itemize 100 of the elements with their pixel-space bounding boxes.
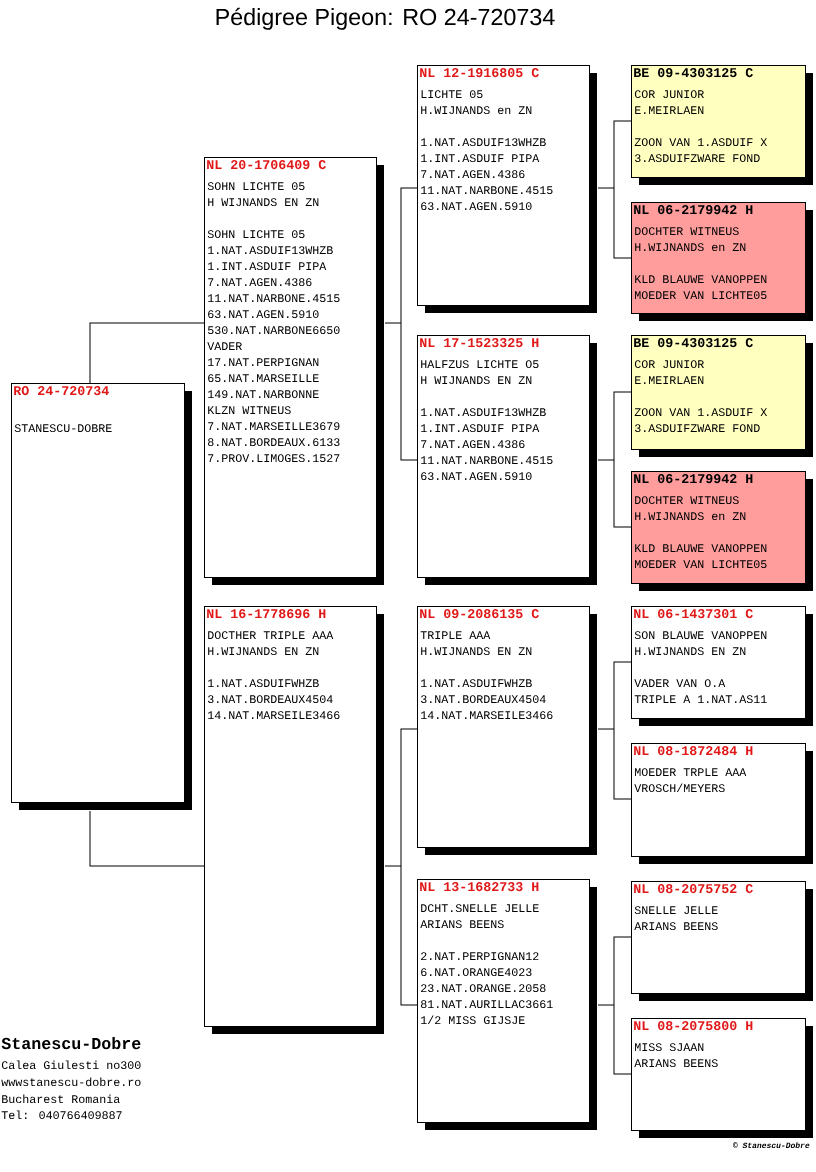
ring-number: NL 08-2075752 C <box>634 884 753 894</box>
card-text: 6.NAT.ORANGE4023 <box>421 968 532 977</box>
ring-number: NL 06-2179942 H <box>634 474 753 484</box>
card-text: ARIANS BEENS <box>634 922 718 931</box>
connector-line <box>89 810 205 867</box>
card-text: 1.INT.ASDUIF PIPA <box>421 424 540 433</box>
card-text: TRIPLE AAA <box>420 631 491 639</box>
ring-number: NL 06-2179942 H <box>634 205 753 215</box>
card-text: SON BLAUWE VANOPPEN <box>634 631 767 640</box>
card-text: E.MEIRLAEN <box>635 106 704 114</box>
card-text: 2.NAT.PERPIGNAN12 <box>421 952 539 961</box>
address-line: Tel: 040766409887 <box>1 1110 122 1120</box>
card-text: H.WIJNANDS en ZN <box>635 512 746 521</box>
card-text: 11.NAT.NARBONE.4515 <box>421 456 553 465</box>
card-text: 1.INT.ASDUIF PIPA <box>208 262 327 271</box>
card-text: 23.NAT.ORANGE.2058 <box>421 984 546 993</box>
card-text: H.WIJNANDS en ZN <box>635 243 746 252</box>
card-text: H.WIJNANDS EN ZN <box>208 647 319 656</box>
address-line: Calea Giulesti no300 <box>1 1060 141 1070</box>
pedigree-card <box>417 606 597 855</box>
card-text: 530.NAT.NARBONE6650 <box>208 326 340 335</box>
pedigree-card <box>417 65 597 313</box>
card-text: 65.NAT.MARSEILLE <box>208 374 319 383</box>
card-text: 14.NAT.MARSEILE3466 <box>421 711 553 720</box>
pedigree-card <box>631 606 813 726</box>
card-text: 17.NAT.PERPIGNAN <box>208 358 319 367</box>
card-text: MOEDER VAN LICHTE05 <box>635 560 767 569</box>
card-text: 11.NAT.NARBONE.4515 <box>421 186 553 195</box>
ring-number: RO 24-720734 <box>14 386 109 396</box>
card-text: ZOON VAN 1.ASDUIF X <box>634 138 768 147</box>
card-text: 11.NAT.NARBONE.4515 <box>208 294 340 303</box>
card-text: DCHT.SNELLE JELLE <box>421 904 539 913</box>
pedigree-card <box>631 881 813 1001</box>
ring-number: NL 16-1778696 H <box>207 609 326 619</box>
card-text: COR JUNIOR <box>634 90 704 99</box>
card-text: 81.NAT.AURILLAC3661 <box>421 1000 553 1009</box>
card-text: 3.ASDUIFZWARE FOND <box>635 154 760 163</box>
card-text: 3.NAT.BORDEAUX4504 <box>208 695 333 704</box>
card-text: STANESCU-DOBRE <box>14 424 112 433</box>
connector-line <box>384 728 418 1006</box>
pedigree-card <box>631 65 813 185</box>
card-text: 3.ASDUIFZWARE FOND <box>635 424 760 433</box>
card-text: TRIPLE A 1.NAT.AS11 <box>634 695 767 704</box>
card-text: KLD BLAUWE VANOPPEN <box>635 275 767 284</box>
ring-number: NL 17-1523325 H <box>420 338 539 348</box>
card-text: DOCTHER TRIPLE AAA <box>208 631 334 640</box>
card-text: 14.NAT.MARSEILE3466 <box>208 711 340 720</box>
card-text: KLD BLAUWE VANOPPEN <box>635 544 767 553</box>
pedigree-card <box>631 202 813 321</box>
card-text: 63.NAT.AGEN.5910 <box>421 472 532 481</box>
card-text: 1.NAT.ASDUIF13WHZB <box>421 138 546 147</box>
card-text: VADER VAN O.A <box>634 679 726 688</box>
ring-number: NL 08-2075800 H <box>634 1021 753 1031</box>
address-line: wwwstanescu-dobre.ro <box>1 1077 141 1087</box>
pedigree-card <box>417 879 597 1130</box>
address-line: Bucharest Romania <box>2 1094 120 1104</box>
title: Pédigree Pigeon: RO 24-720734 <box>216 7 555 30</box>
card-text: MOEDER TRPLE AAA <box>635 768 747 777</box>
card-text: ARIANS BEENS <box>634 1059 718 1068</box>
card-text: H WIJNANDS EN ZN <box>421 376 532 385</box>
card-text: SNELLE JELLE <box>634 906 718 915</box>
card-text: 7.PROV.LIMOGES.1527 <box>208 454 340 463</box>
card-text: 1.NAT.ASDUIFWHZB <box>421 679 532 688</box>
card-text: 1.NAT.ASDUIFWHZB <box>208 679 319 688</box>
card-text: 7.NAT.AGEN.4386 <box>421 170 525 179</box>
card-text: 1.INT.ASDUIF PIPA <box>421 154 540 163</box>
pedigree-card <box>11 383 192 810</box>
card-text: COR JUNIOR <box>634 360 704 369</box>
pedigree-card <box>204 157 384 585</box>
ring-number: BE 09-4303125 C <box>634 338 753 348</box>
card-text: SOHN LICHTE 05 <box>207 182 305 191</box>
ring-number: NL 20-1706409 C <box>207 160 326 170</box>
ring-number: BE 09-4303125 C <box>634 68 753 78</box>
card-text: 7.NAT.MARSEILLE3679 <box>208 422 340 431</box>
connector-line <box>597 936 632 1075</box>
card-text: VADER <box>207 342 242 350</box>
card-text: VROSCH/MEYERS <box>634 783 725 793</box>
card-text: 1/2 MISS GIJSJE <box>421 1015 525 1025</box>
card-text: LICHTE 05 <box>421 90 483 99</box>
connector-line <box>597 120 632 259</box>
card-text: 8.NAT.BORDEAUX.6133 <box>208 438 340 447</box>
card-text: 63.NAT.AGEN.5910 <box>208 310 319 319</box>
card-text: KLZN WITNEUS <box>208 406 291 415</box>
card-text: 63.NAT.AGEN.5910 <box>421 202 532 211</box>
card-text: H.WIJNANDS EN ZN <box>421 647 532 656</box>
connector-line <box>89 322 205 384</box>
pedigree-card <box>631 1018 813 1138</box>
pedigree-card <box>204 606 384 1034</box>
pedigree-card <box>631 743 813 864</box>
card-text: E.MEIRLAEN <box>635 376 704 384</box>
ring-number: NL 13-1682733 H <box>420 882 539 892</box>
card-text: MISS SJAAN <box>635 1043 704 1052</box>
ring-number: NL 06-1437301 C <box>634 609 753 619</box>
card-text: SOHN LICHTE 05 <box>207 230 305 239</box>
ring-number: NL 09-2086135 C <box>420 609 539 619</box>
pedigree-card <box>631 471 813 591</box>
card-text: 149.NAT.NARBONNE <box>208 390 319 399</box>
card-text: DOCHTER WITNEUS <box>635 496 739 505</box>
card-text: 7.NAT.AGEN.4386 <box>421 440 525 449</box>
ring-number: NL 08-1872484 H <box>634 746 753 756</box>
